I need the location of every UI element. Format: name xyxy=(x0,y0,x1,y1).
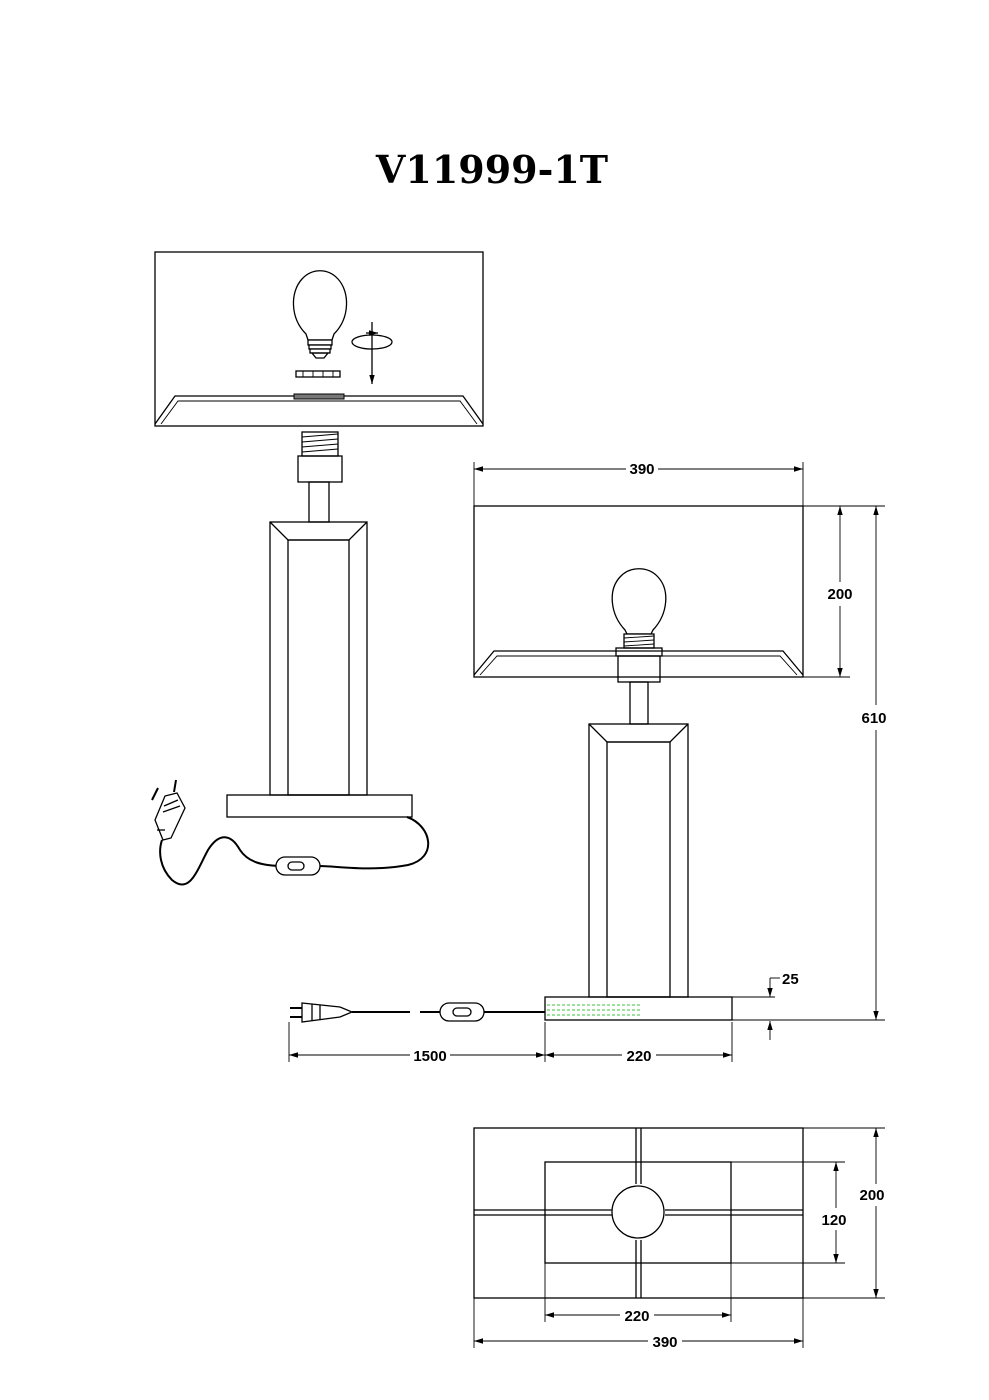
assembled-switch-icon xyxy=(439,1002,485,1022)
top-view xyxy=(473,1127,804,1299)
dim-top-inner-depth: 120 xyxy=(821,1212,846,1229)
exploded-cable xyxy=(317,816,430,870)
dim-base-thickness: 25 xyxy=(782,971,799,988)
assembled-column xyxy=(588,723,689,998)
drawing-title: V11999-1T xyxy=(375,147,608,192)
top-view-shade-outline xyxy=(473,1127,804,1299)
dim-top-outer-depth: 200 xyxy=(859,1187,884,1204)
top-view-dimensions: 200 120 220 390 xyxy=(473,1127,885,1351)
exploded-view xyxy=(151,251,484,886)
cable-channel xyxy=(547,1004,640,1016)
dim-cord-length: 1500 xyxy=(413,1048,446,1065)
light-bulb-icon xyxy=(292,270,348,359)
assembled-bulb-icon xyxy=(611,568,667,683)
dim-total-height: 610 xyxy=(861,710,886,727)
assembled-shade xyxy=(473,505,804,678)
plug-icon xyxy=(151,779,186,841)
top-view-base-outline xyxy=(544,1161,732,1264)
assembled-base xyxy=(544,996,733,1021)
assembled-plug-icon xyxy=(290,1002,354,1023)
exploded-shade xyxy=(154,251,484,427)
dim-shade-height: 200 xyxy=(827,586,852,603)
exploded-column xyxy=(269,521,368,796)
exploded-socket xyxy=(297,431,343,483)
assembled-view xyxy=(290,505,804,1023)
exploded-base xyxy=(226,794,413,818)
dim-shade-width: 390 xyxy=(629,461,654,478)
dimension-lines: 390 200 610 25 1500 220 xyxy=(288,461,887,1065)
rotate-screw-icon xyxy=(351,322,393,384)
dim-base-width: 220 xyxy=(626,1048,651,1065)
dim-top-outer-width: 390 xyxy=(652,1334,677,1351)
dim-top-inner-width: 220 xyxy=(624,1308,649,1325)
top-view-fitting-circle xyxy=(611,1185,665,1239)
exploded-shade-bottom-rim xyxy=(154,395,484,425)
inline-switch-icon xyxy=(275,856,321,876)
